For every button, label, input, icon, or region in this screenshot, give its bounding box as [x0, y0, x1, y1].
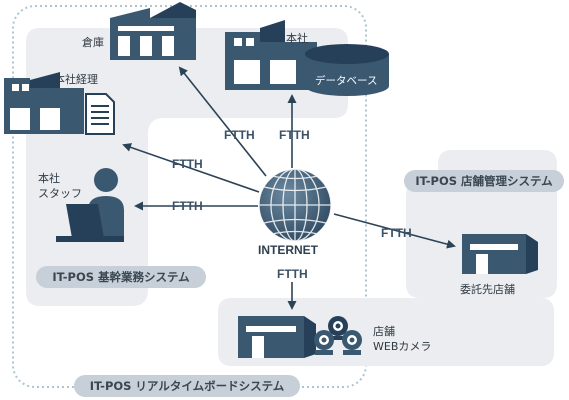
database-label: データベース	[315, 75, 378, 87]
warehouse-icon	[110, 2, 196, 60]
webcam-icon	[314, 330, 334, 355]
store-camera-label-2: WEBカメラ	[373, 340, 432, 353]
core-system-pill: IT-POS 基幹業務システム	[36, 266, 206, 288]
document-icon	[85, 93, 115, 135]
warehouse-label: 倉庫	[82, 36, 104, 49]
hq-staff-label-1: 本社	[38, 172, 60, 185]
ftth-camera-label: FTTH	[277, 267, 308, 281]
ftth-consignee-label: FTTH	[381, 226, 412, 240]
accounting-building-icon	[4, 72, 84, 134]
arrow-to-warehouse	[178, 66, 267, 177]
store-icon	[462, 234, 538, 274]
arrow-to-consignee-store	[333, 213, 456, 249]
consignee-store-label: 委託先店舗	[460, 283, 515, 296]
ftth-accounting-label: FTTH	[172, 157, 203, 171]
globe-icon	[258, 168, 332, 242]
hq-accounting-label: 本社経理	[54, 73, 98, 86]
ftth-warehouse-label: FTTH	[224, 128, 255, 142]
database-icon	[305, 44, 389, 96]
realtime-board-boundary	[12, 5, 367, 388]
ftth-staff-label: FTTH	[172, 199, 203, 213]
webcam-icon	[342, 330, 362, 355]
headquarters-label: 本社	[286, 32, 308, 45]
realtime-board-pill: IT-POS リアルタイムボードシステム	[74, 375, 300, 397]
ftth-headquarters-label: FTTH	[279, 128, 310, 142]
webcam-icon	[328, 316, 348, 340]
staff-laptop-icon	[56, 168, 124, 242]
store-icon	[238, 316, 316, 358]
store-management-pill: IT-POS 店舗管理システム	[404, 170, 564, 192]
store-camera-label-1: 店舗	[373, 325, 395, 338]
internet-label: INTERNET	[258, 243, 318, 257]
headquarters-building-icon	[225, 20, 317, 90]
hq-staff-label-2: スタッフ	[38, 187, 82, 200]
arrow-to-accounting	[122, 143, 260, 193]
